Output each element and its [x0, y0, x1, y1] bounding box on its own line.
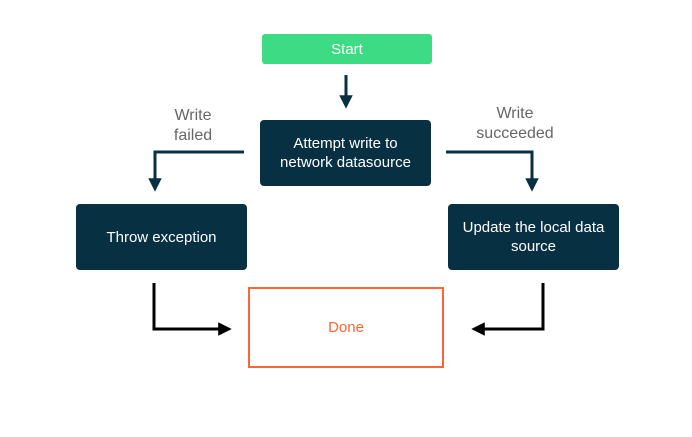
arrow-update-to-done [471, 283, 545, 336]
write-failed-line1: Write [174, 107, 212, 124]
update-local-label-line2: source [510, 238, 557, 255]
attempt-write-label-line2: network datasource [280, 154, 411, 171]
done-node-label: Done [328, 319, 364, 336]
edge-label-write-failed: Write failed [163, 106, 223, 146]
arrow-throw-to-done [152, 283, 232, 336]
done-node: Done [248, 287, 444, 368]
throw-exception-node: Throw exception [76, 204, 247, 270]
arrow-attempt-to-update [446, 150, 539, 192]
write-succeeded-line2: succeeded [476, 125, 554, 142]
edge-label-write-succeeded: Write succeeded [465, 104, 565, 144]
write-failed-line2: failed [173, 127, 213, 144]
attempt-write-label-line1: Attempt write to [293, 135, 398, 152]
attempt-write-node: Attempt write to network datasource [260, 120, 431, 186]
update-local-node: Update the local data source [448, 204, 619, 270]
update-local-label-line1: Update the local data [462, 219, 605, 236]
start-node: Start [262, 34, 432, 64]
arrow-attempt-to-throw [148, 150, 244, 192]
throw-exception-label: Throw exception [106, 228, 217, 246]
start-node-label: Start [331, 40, 363, 58]
write-succeeded-line1: Write [496, 105, 534, 122]
